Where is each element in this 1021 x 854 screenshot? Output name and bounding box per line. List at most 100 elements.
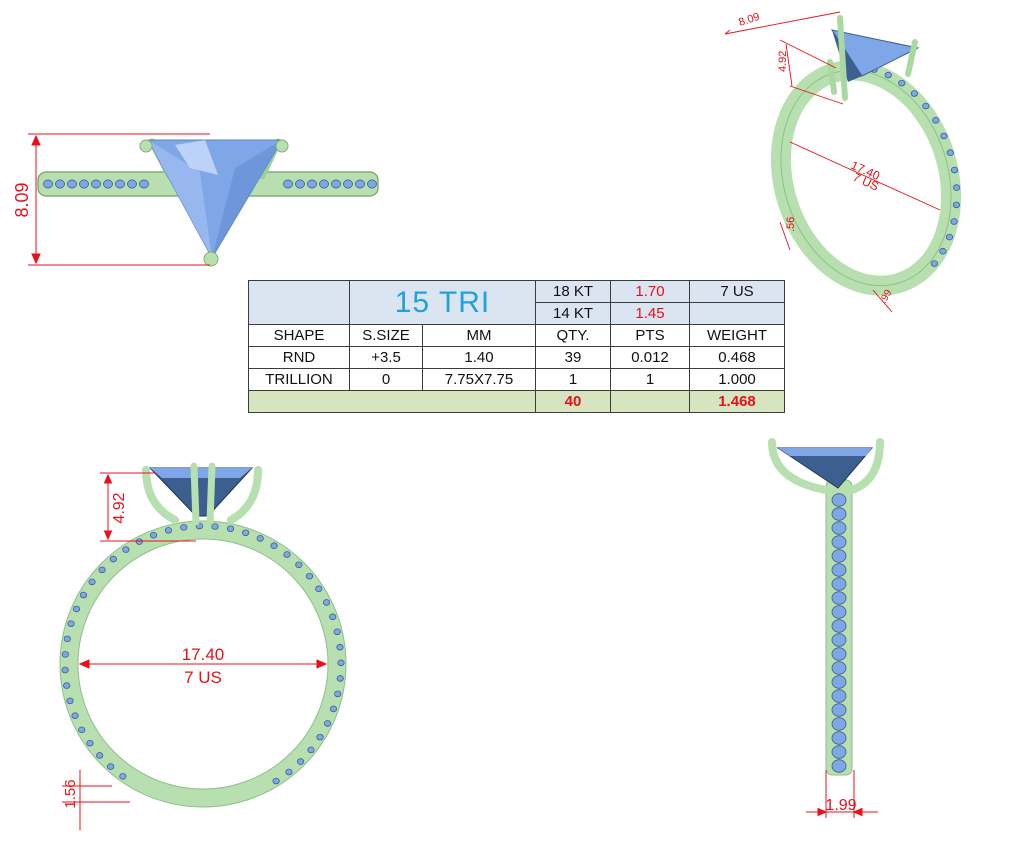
accent-stone — [72, 605, 81, 613]
front-shank — [60, 521, 346, 807]
accent-stone — [952, 201, 961, 209]
accent-stone — [283, 551, 291, 558]
accent-stone — [940, 132, 948, 140]
accent-stone — [898, 79, 906, 87]
accent-stone — [831, 605, 847, 619]
accent-stone — [305, 572, 314, 580]
perspective-band-thickness: .56 — [785, 217, 797, 232]
accent-stone — [139, 179, 149, 189]
karat-14-weight: 1.45 — [610, 302, 690, 325]
total-weight: 1.468 — [689, 390, 785, 413]
accent-stone — [333, 628, 341, 636]
accent-stone — [831, 493, 847, 507]
accent-stone — [336, 643, 344, 651]
accent-stone — [66, 697, 74, 705]
accent-stone — [831, 759, 847, 773]
accent-stone — [831, 675, 847, 689]
table-row: 15 TRI 18 KT 1.70 7 US — [248, 280, 785, 325]
accent-stone — [367, 179, 377, 189]
table-row: TRILLION 0 7.75X7.75 1 1 1.000 — [248, 368, 785, 391]
accent-stone — [307, 179, 317, 189]
accent-stone — [319, 179, 329, 189]
accent-stone — [79, 179, 89, 189]
accent-stone — [334, 690, 342, 698]
blank-cell — [248, 390, 536, 413]
profile-accent-stones — [831, 493, 847, 773]
header-pts: PTS — [610, 324, 690, 347]
accent-stone — [103, 179, 113, 189]
accent-stone — [91, 179, 101, 189]
blank-cell — [610, 390, 690, 413]
accent-stone — [61, 666, 69, 674]
accent-stone — [337, 659, 345, 667]
cell-ssize: 0 — [349, 368, 423, 391]
perspective-stone-height: 4.92 — [777, 51, 789, 72]
accent-stone — [226, 525, 235, 533]
spec-table: 15 TRI 18 KT 1.70 7 US 14 KT 1.45 SHAPE … — [248, 280, 785, 413]
accent-stone — [831, 619, 847, 633]
accent-stone — [61, 651, 69, 658]
side-height-label: 8.09 — [12, 182, 32, 217]
accent-stone — [122, 546, 130, 553]
accent-stone — [831, 521, 847, 535]
blank-cell — [689, 302, 785, 325]
karat-18-label: 18 KT — [535, 280, 611, 303]
accent-stone — [79, 591, 88, 599]
accent-stone — [211, 523, 219, 530]
accent-stone — [115, 179, 125, 189]
accent-stone — [283, 179, 293, 189]
accent-stone — [88, 578, 96, 586]
accent-stone — [109, 555, 117, 563]
cell-weight: 1.000 — [689, 368, 785, 391]
header-ssize: S.SIZE — [349, 324, 423, 347]
accent-stone — [831, 507, 847, 521]
accent-stone — [329, 613, 337, 621]
accent-stone — [316, 733, 324, 741]
cell-shape: TRILLION — [248, 368, 350, 391]
accent-stone — [946, 149, 954, 156]
totals-row: 40 1.468 — [248, 390, 785, 413]
table-row: RND +3.5 1.40 39 0.012 0.468 — [248, 346, 785, 369]
front-ring-size: 7 US — [184, 668, 222, 687]
accent-stone — [831, 633, 847, 647]
accent-stone — [343, 179, 353, 189]
accent-stone — [910, 90, 918, 97]
header-weight: WEIGHT — [689, 324, 785, 347]
accent-stone — [272, 777, 280, 785]
front-accent-stones — [61, 522, 345, 785]
accent-stone — [932, 117, 940, 124]
front-head-height: 4.92 — [111, 492, 128, 523]
accent-stone — [63, 635, 71, 643]
accent-stone — [149, 531, 158, 539]
karat-18-weight: 1.70 — [610, 280, 690, 303]
cell-ssize: +3.5 — [349, 346, 423, 369]
accent-stone — [270, 542, 278, 549]
accent-stone — [950, 218, 958, 225]
accent-stone — [331, 179, 341, 189]
accent-stone — [180, 524, 188, 531]
accent-stone — [63, 682, 71, 689]
accent-stone — [922, 102, 930, 110]
accent-stone — [295, 179, 305, 189]
side-accent-stones — [43, 179, 377, 189]
accent-stone — [831, 591, 847, 605]
ring-size-cell: 7 US — [689, 280, 785, 303]
cell-pts: 0.012 — [610, 346, 690, 369]
accent-stone — [831, 661, 847, 675]
accent-stone — [930, 260, 938, 267]
karat-14-label: 14 KT — [535, 302, 611, 325]
accent-stone — [43, 179, 53, 189]
cell-mm: 1.40 — [422, 346, 536, 369]
accent-stone — [71, 712, 79, 719]
accent-stone — [295, 561, 303, 569]
front-band-thickness: 1.56 — [62, 779, 79, 808]
accent-stone — [323, 720, 332, 727]
header-shape: SHAPE — [248, 324, 350, 347]
cell-shape: RND — [248, 346, 350, 369]
accent-stone — [831, 745, 847, 759]
accent-stone — [107, 763, 115, 770]
accent-stone — [296, 758, 305, 765]
